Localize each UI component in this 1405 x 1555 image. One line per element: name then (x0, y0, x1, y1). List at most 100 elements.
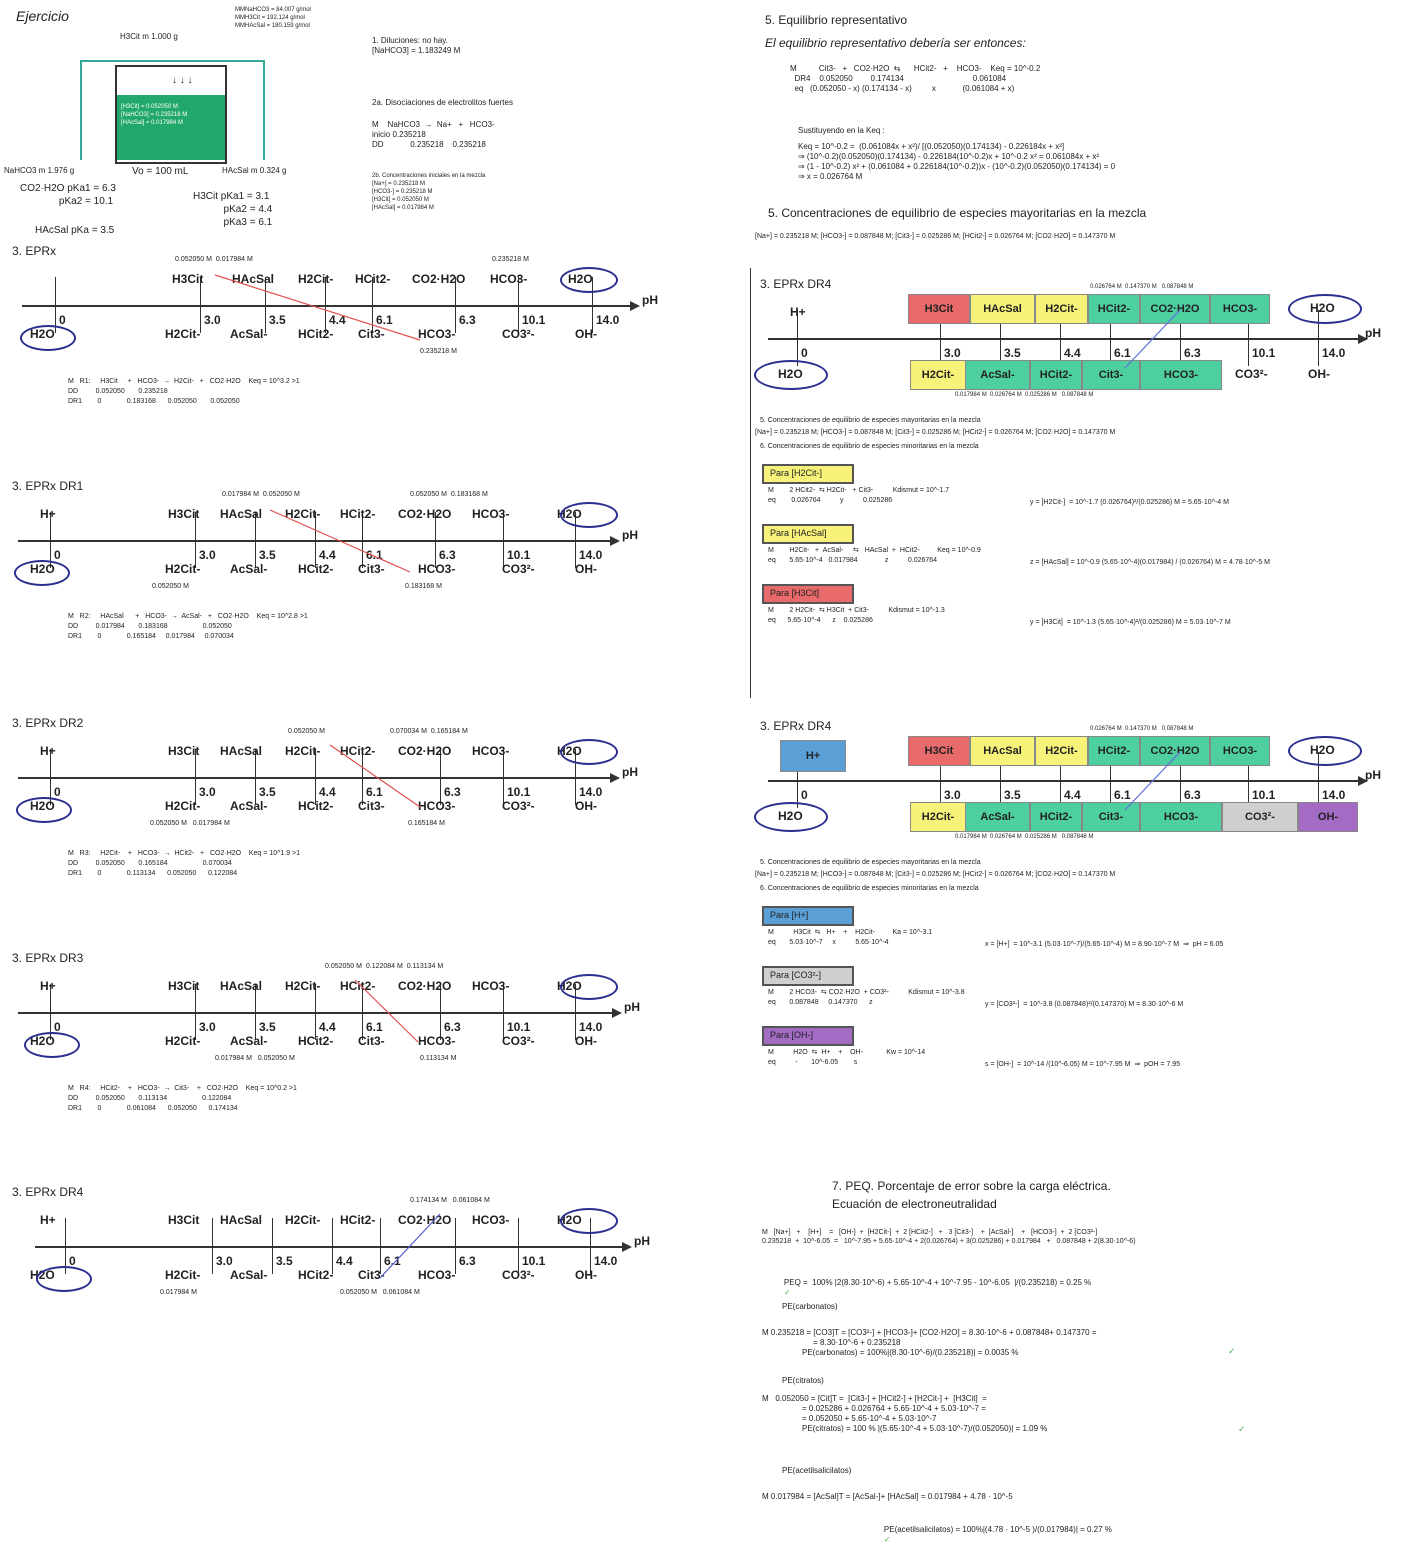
ph-tick-label: 4.4 (329, 313, 346, 327)
ph-tick (455, 277, 456, 333)
h2o-ellipse (560, 502, 618, 528)
ph-tick (1318, 752, 1319, 808)
ph-tick-label: 14.0 (579, 1020, 603, 1034)
conc-bottom: 0.165184 M (408, 820, 445, 827)
scale-title: 3. EPRx DR3 (12, 951, 84, 965)
species-top: HAcSal (220, 507, 263, 521)
s5b-values: [Na+] = 0.235218 M; [HCO3-] = 0.087848 M… (755, 233, 1116, 240)
ph-tick-label: 3.5 (1004, 788, 1021, 802)
ph-tick-label: 6.1 (366, 785, 383, 799)
species-top: HCit2- (355, 272, 391, 286)
ph-tick (503, 984, 504, 1040)
s5-subtitle: El equilibrio representativo debería ser… (765, 36, 1026, 50)
ph-label: pH (1365, 326, 1381, 340)
species-bottom: HCO3- (418, 562, 456, 576)
species-top: H+ (40, 1213, 56, 1227)
ph-tick-label: 6.1 (384, 1254, 401, 1268)
species-bottom: Cit3- (358, 799, 385, 813)
ph-tick (1060, 752, 1061, 808)
ph-tick-label: 6.1 (376, 313, 393, 327)
h2o-ellipse (20, 325, 76, 351)
reaction-line (379, 1213, 441, 1279)
ph-tick-label: 6.3 (1184, 346, 1201, 360)
co3-label: CO3²- (1235, 367, 1268, 381)
species-top: H2Cit- (298, 272, 334, 286)
ph-tick-label: 4.4 (319, 1020, 336, 1034)
s5-values: [Na+] = 0.235218 M; [HCO3-] = 0.087848 M… (755, 429, 1116, 436)
ph-tick-label: 4.4 (1064, 788, 1081, 802)
panel-title: 3. EPRx DR4 (760, 719, 832, 733)
ph-tick (265, 277, 266, 333)
ph-tick (455, 1218, 456, 1274)
check-icon: ✓ (783, 1288, 791, 1297)
ph-tick-label: 10.1 (522, 1254, 546, 1268)
flask-solution: [H3Cit] = 0.052050 M [NaHCO3] = 0.235218… (117, 95, 225, 160)
h2o-ellipse (560, 974, 618, 1000)
h2o-ellipse (754, 360, 828, 390)
ph-tick-label: 3.5 (259, 1020, 276, 1034)
s5-values: [Na+] = 0.235218 M; [HCO3-] = 0.087848 M… (755, 871, 1116, 878)
reaction-arrow (1124, 309, 1181, 369)
ph-tick-label: 3.0 (199, 785, 216, 799)
ph-tick (940, 310, 941, 366)
species-box-bottom: HCit2- (1030, 802, 1082, 832)
species-bottom: AcSal- (230, 1268, 268, 1282)
species-bottom: OH- (575, 1034, 597, 1048)
species-bottom: OH- (575, 1268, 597, 1282)
ph-tick (590, 1218, 591, 1274)
s5-subst-body: Keq = 10^-0.2 = (0.061084x + x²)/ [(0.05… (798, 142, 1116, 181)
ph-tick-label: 3.0 (199, 548, 216, 562)
species-top: H+ (40, 979, 56, 993)
ph-tick-label: 4.4 (319, 548, 336, 562)
species-top: CO2·H2O (398, 979, 452, 993)
ph-tick-label: 10.1 (507, 548, 531, 562)
ph-tick-label: 6.3 (459, 1254, 476, 1268)
species-bottom: H2Cit- (165, 1268, 201, 1282)
ph-tick-label: 3.5 (269, 313, 286, 327)
ph-tick-label: 3.5 (1004, 346, 1021, 360)
species-box-bottom: AcSal- (965, 802, 1030, 832)
species-top: H3Cit (172, 272, 204, 286)
h3cit-pka: H3Cit pKa1 = 3.1 pKa2 = 4.4 pKa3 = 6.1 (193, 191, 273, 228)
ph-tick (372, 277, 373, 333)
equilibrium-row: M H2O ⇆ H+ + OH- Kw = 10^-14 eq - 10^-6.… (768, 1049, 926, 1066)
check-icon: ✓ (1228, 1346, 1236, 1356)
species-bottom: HCit2- (298, 1034, 334, 1048)
equilibrium-row: M H2Cit- + AcSal- ⇆ HAcSal + HCit2- Keq … (768, 547, 981, 564)
ph-tick (797, 310, 798, 366)
reaction-line (214, 274, 421, 341)
species-bottom: AcSal- (230, 799, 268, 813)
species-top: HAcSal (220, 979, 263, 993)
h2o-label: H2O (778, 367, 803, 381)
ph-tick (380, 1218, 381, 1274)
ph-tick-label: 6.1 (366, 1020, 383, 1034)
h-plus-label: H+ (790, 305, 806, 319)
step2a-body: M NaHCO3 → Na+ + HCO3- inicio 0.235218 D… (372, 120, 495, 149)
conc-top: 0.026764 M 0.147370 M 0.087848 M (1090, 726, 1194, 732)
species-box-top: HCit2- (1088, 294, 1140, 324)
reaction-line (269, 509, 411, 573)
reaction-line (329, 744, 421, 808)
scale-title: 3. EPRx DR4 (12, 1185, 84, 1199)
ph-tick (195, 749, 196, 805)
para-tag: Para [CO3²-] (762, 966, 854, 986)
ph-tick (440, 984, 441, 1040)
ph-axis (35, 1246, 622, 1248)
species-bottom: HCit2- (298, 562, 334, 576)
species-bottom: Cit3- (358, 562, 385, 576)
species-bottom: CO3²- (502, 799, 535, 813)
conc-top: 0.052050 M (288, 728, 325, 735)
nahco3-mass: NaHCO3 m 1.976 g (4, 166, 75, 175)
reaction-arrow (329, 744, 421, 808)
ph-tick (50, 984, 51, 1040)
ph-label: pH (622, 765, 638, 779)
para-tag: Para [HAcSal] (762, 524, 854, 544)
conc-bottom: 0.235218 M (420, 348, 457, 355)
equilibrium-row: M 2 HCO3- ⇆ CO2·H2O + CO3²- Kdismut = 10… (768, 989, 965, 1006)
species-top: H3Cit (168, 1213, 200, 1227)
species-bottom: OH- (575, 327, 597, 341)
ph-tick (575, 984, 576, 1040)
ph-tick-label: 3.0 (199, 1020, 216, 1034)
species-box-bottom: H2Cit- (910, 360, 966, 390)
ph-tick (50, 512, 51, 568)
